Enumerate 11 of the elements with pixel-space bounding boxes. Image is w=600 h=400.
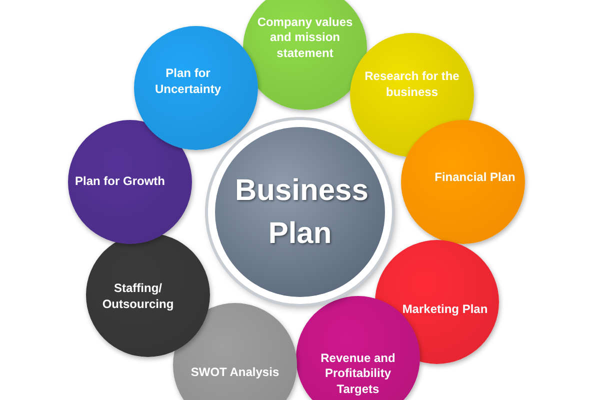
circle-label: Marketing Plan bbox=[401, 302, 489, 318]
circle-label: Research for the business bbox=[364, 69, 460, 101]
title-text: Business Plan bbox=[235, 172, 365, 252]
circle-label: Revenue and Profitability Targets bbox=[320, 350, 396, 398]
circle-label: Financial Plan bbox=[434, 170, 516, 186]
circle-label: SWOT Analysis bbox=[190, 365, 280, 381]
circle-label: Plan for Uncertainty bbox=[154, 66, 222, 98]
center-circle bbox=[208, 120, 392, 304]
circle-label: Staffing/ Outsourcing bbox=[101, 281, 175, 313]
circle-label: Company values and mission statement bbox=[256, 14, 354, 62]
circle-label: Plan for Growth bbox=[75, 174, 165, 190]
